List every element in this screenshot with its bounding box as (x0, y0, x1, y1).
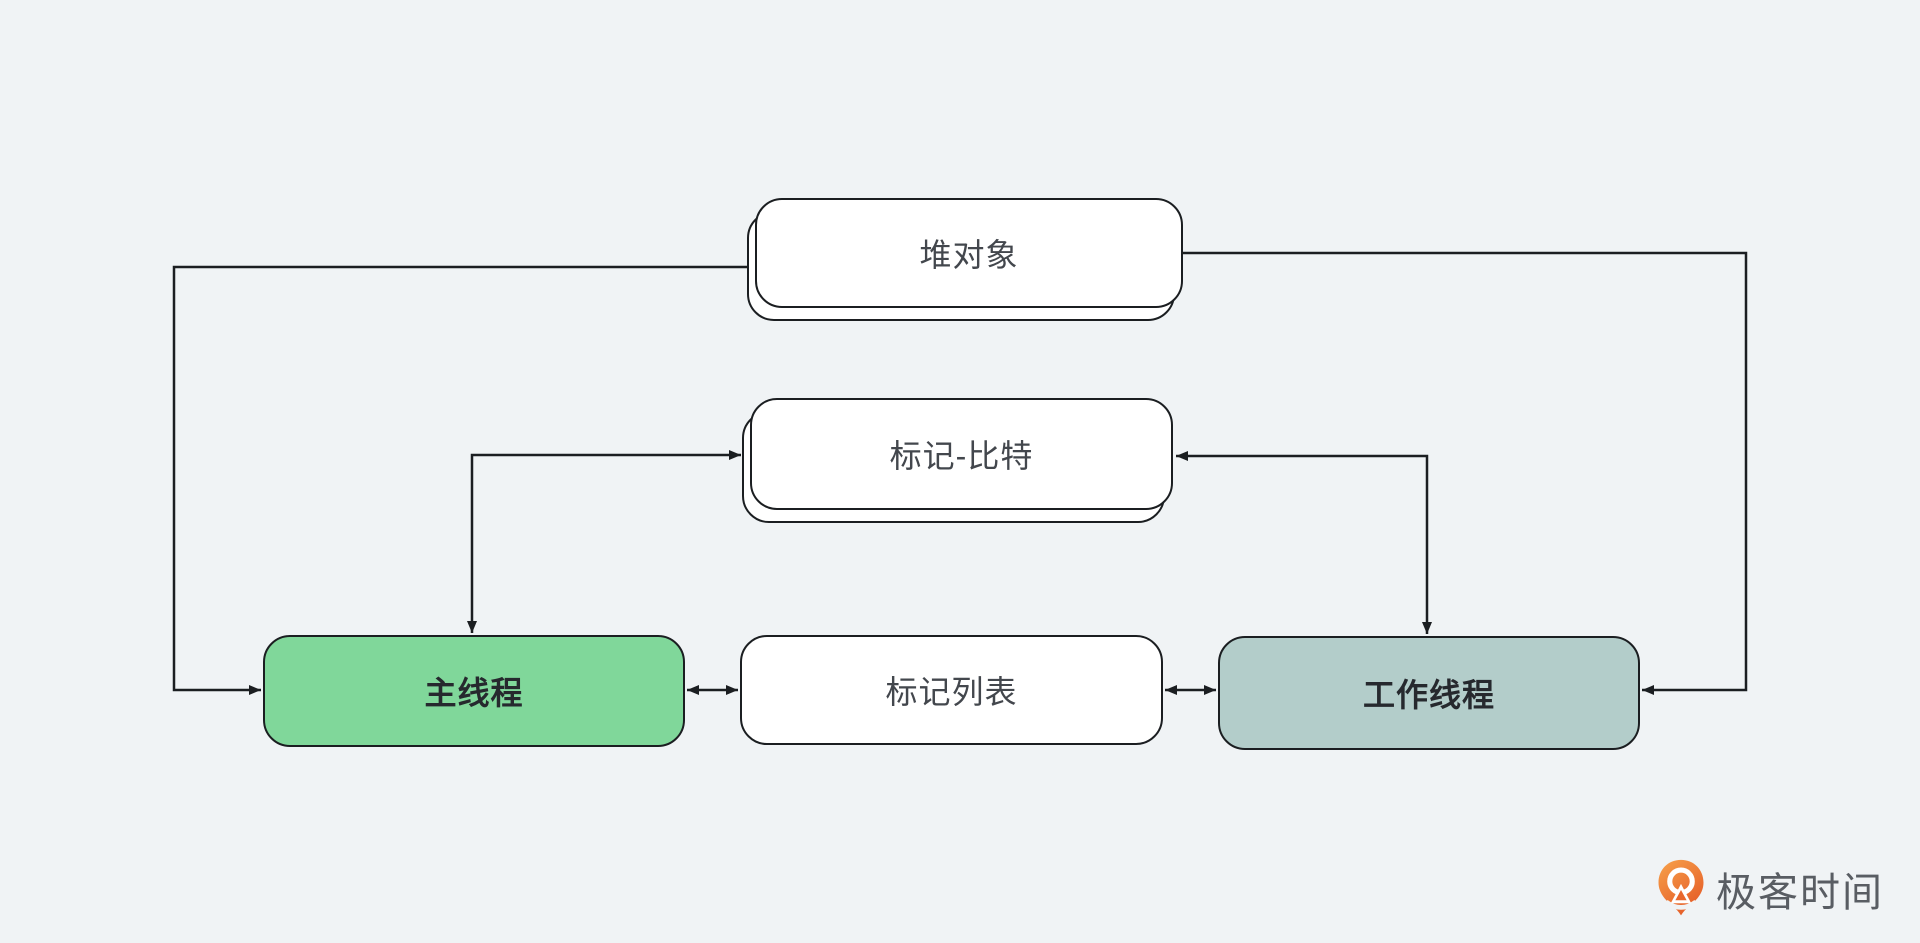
pin-tail (1675, 890, 1687, 901)
connector-worker-thread-to-mark-bits (1176, 451, 1432, 634)
node-mark-list: 标记列表 (740, 635, 1163, 745)
connector-heap-to-main-thread (172, 265, 747, 695)
box-face: 标记-比特 (750, 398, 1173, 510)
node-label: 主线程 (424, 675, 524, 711)
node-label: 堆对象 (919, 237, 1019, 273)
box-face: 堆对象 (755, 198, 1183, 308)
geektime-pin-icon (1658, 859, 1704, 916)
node-label: 工作线程 (1362, 677, 1495, 713)
pin-notch (1664, 899, 1698, 910)
node-label: 标记列表 (885, 674, 1018, 710)
node-label: 标记-比特 (889, 438, 1034, 474)
node-worker-thread: 工作线程 (1218, 636, 1640, 750)
box-face: 标记列表 (740, 635, 1163, 745)
box-face: 工作线程 (1218, 636, 1640, 750)
node-main-thread: 主线程 (263, 635, 685, 747)
connector-main-thread-to-mark-bits (467, 450, 741, 633)
node-mark-bits: 标记-比特 (742, 398, 1173, 523)
box-face: 主线程 (263, 635, 685, 747)
node-heap-objects: 堆对象 (747, 198, 1183, 321)
geektime-logo: 极客时间 (1658, 858, 1884, 920)
geektime-logo-text: 极客时间 (1716, 871, 1884, 915)
connector-heap-to-worker-thread (1183, 251, 1748, 695)
